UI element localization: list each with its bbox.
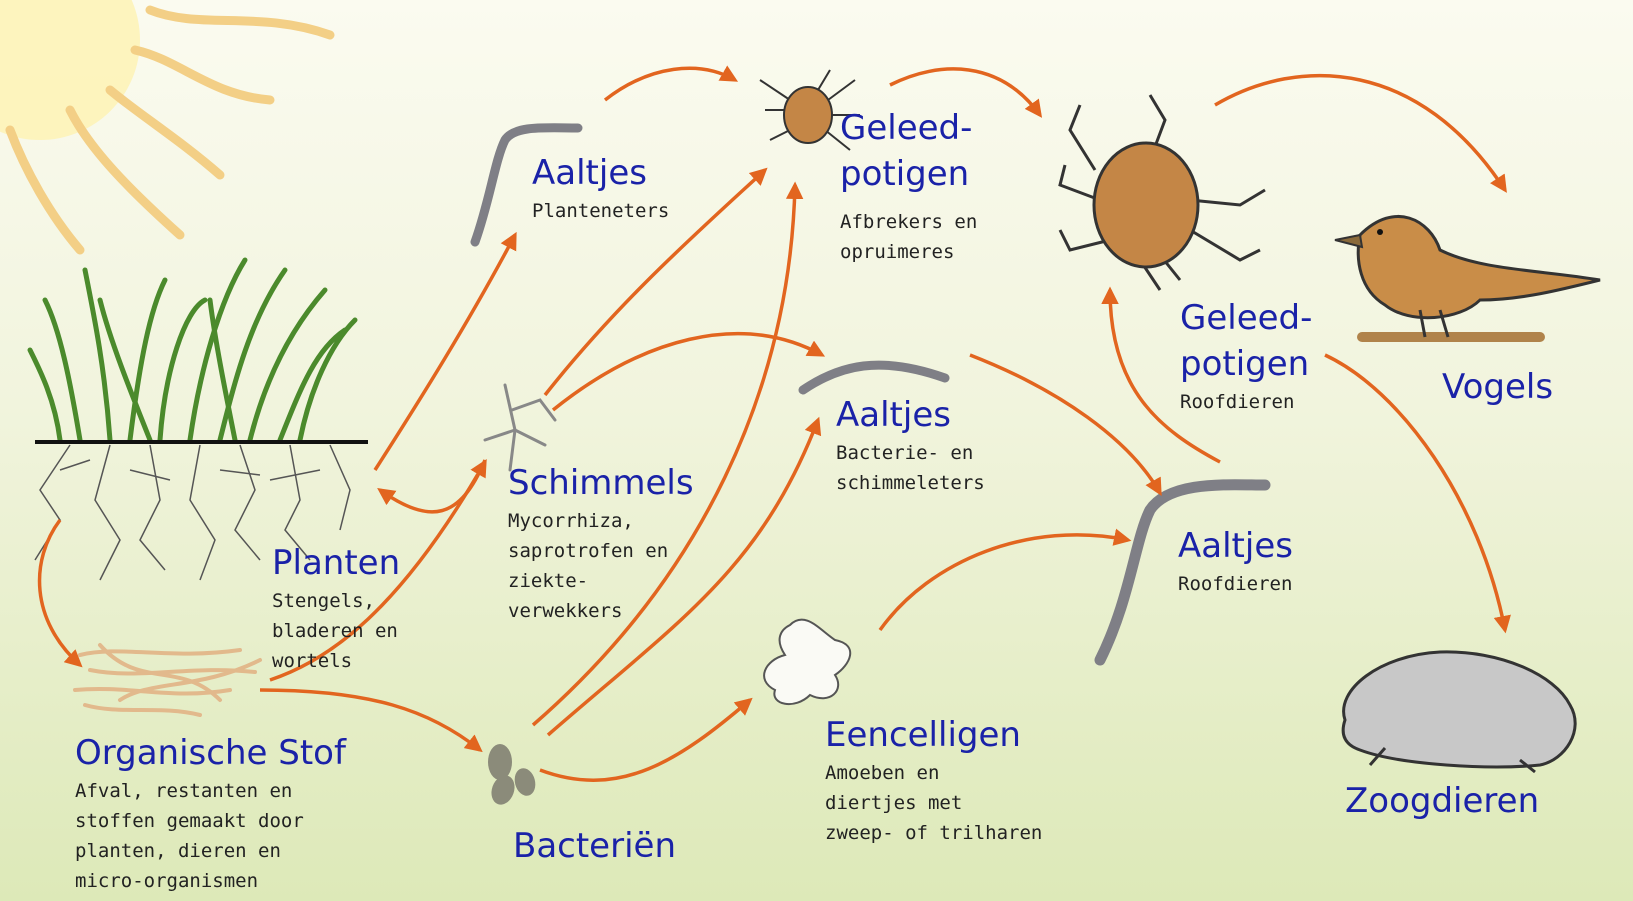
schimmels-node: Schimmels Mycorrhiza, saprotrofen en zie… xyxy=(508,460,694,626)
predatory-mite-icon xyxy=(1060,95,1265,290)
geleedpotigen-afbrekers-title: Geleed- potigen xyxy=(840,105,977,197)
zoogdieren-node: Zoogdieren xyxy=(1345,778,1539,824)
vogels-title: Vogels xyxy=(1442,364,1553,410)
organic-matter-icon xyxy=(75,645,260,715)
eencelligen-node: Eencelligen Amoeben en diertjes met zwee… xyxy=(825,712,1042,848)
geleedpotigen-roofdieren-node: Geleed- potigen Roofdieren xyxy=(1180,295,1312,417)
arrow xyxy=(553,334,822,410)
bacteria-icon xyxy=(488,744,539,808)
aaltjes-roofdieren-title: Aaltjes xyxy=(1178,523,1293,569)
fungus-icon xyxy=(485,385,555,470)
aaltjes-bacterie-title: Aaltjes xyxy=(836,392,985,438)
aaltjes-planteneters-desc: Planteneters xyxy=(532,196,669,226)
aaltjes-roofdieren-desc: Roofdieren xyxy=(1178,569,1293,599)
arrow xyxy=(880,535,1128,630)
arrow xyxy=(605,68,735,100)
plant-icon xyxy=(30,260,368,580)
arrow xyxy=(375,235,515,470)
eencelligen-title: Eencelligen xyxy=(825,712,1042,758)
vogels-node: Vogels xyxy=(1442,364,1553,410)
planten-title: Planten xyxy=(272,540,400,586)
arrow xyxy=(1215,76,1505,190)
bacterien-node: Bacteriën xyxy=(513,823,676,869)
eencelligen-desc: Amoeben en diertjes met zweep- of trilha… xyxy=(825,758,1042,848)
aaltjes-planteneters-title: Aaltjes xyxy=(532,150,669,196)
bacterien-title: Bacteriën xyxy=(513,823,676,869)
organische-stof-title: Organische Stof xyxy=(75,730,346,776)
organische-stof-node: Organische Stof Afval, restanten en stof… xyxy=(75,730,346,896)
aaltjes-planteneters-node: Aaltjes Planteneters xyxy=(532,150,669,226)
planten-desc: Stengels, bladeren en wortels xyxy=(272,586,400,676)
mole-icon xyxy=(1343,652,1575,772)
sun-icon xyxy=(0,0,330,250)
planten-node: Planten Stengels, bladeren en wortels xyxy=(272,540,400,676)
arrow xyxy=(540,700,750,780)
geleedpotigen-roofdieren-desc: Roofdieren xyxy=(1180,387,1312,417)
arrow xyxy=(40,520,80,665)
aaltjes-bacterie-desc: Bacterie- en schimmeleters xyxy=(836,438,985,498)
amoeba-icon xyxy=(764,620,850,704)
aaltjes-roofdieren-node: Aaltjes Roofdieren xyxy=(1178,523,1293,599)
geleedpotigen-afbrekers-desc: Afbrekers en opruimeres xyxy=(840,207,977,267)
geleedpotigen-afbrekers-node: Geleed- potigen Afbrekers en opruimeres xyxy=(840,105,977,267)
organische-stof-desc: Afval, restanten en stoffen gemaakt door… xyxy=(75,776,346,896)
worm-icon xyxy=(803,365,945,390)
bird-icon xyxy=(1335,216,1600,337)
geleedpotigen-roofdieren-title: Geleed- potigen xyxy=(1180,295,1312,387)
schimmels-title: Schimmels xyxy=(508,460,694,506)
aaltjes-bacterie-node: Aaltjes Bacterie- en schimmeleters xyxy=(836,392,985,498)
zoogdieren-title: Zoogdieren xyxy=(1345,778,1539,824)
schimmels-desc: Mycorrhiza, saprotrofen en ziekte- verwe… xyxy=(508,506,694,626)
arrow xyxy=(970,355,1160,493)
